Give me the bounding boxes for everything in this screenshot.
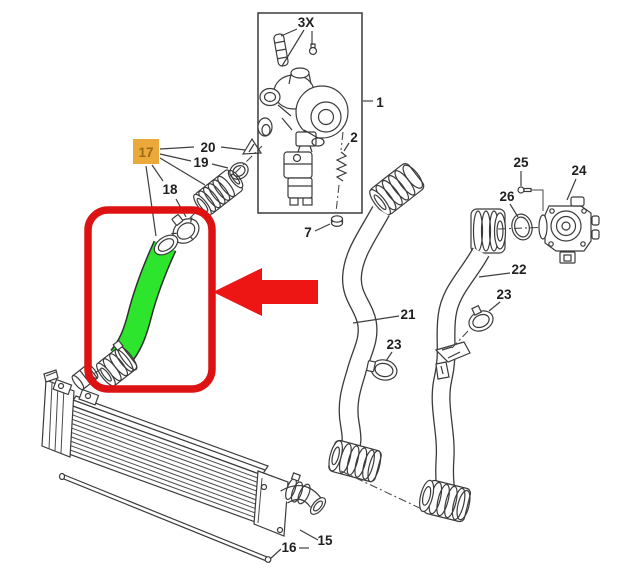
hose-clamp-23-right: [468, 304, 494, 332]
hose-22: [340, 208, 507, 523]
throttle-body: [538, 196, 600, 264]
part-label-3x: 3X: [298, 15, 315, 30]
red-arrow-icon: [213, 268, 318, 316]
hose-clamp-18: [171, 214, 200, 244]
turbocharger-detail-box: [257, 12, 363, 228]
o-ring-26: [511, 213, 533, 241]
wastegate-actuator: [259, 87, 281, 107]
part-label-17: 17: [138, 145, 153, 160]
hose-clamp-23-left: [366, 359, 398, 381]
part-label-26: 26: [499, 189, 515, 204]
retainer-clip-20: [241, 137, 263, 155]
throttle-body-group: [497, 186, 600, 264]
seal-bar-16: [58, 472, 272, 564]
hose-21-bottom-coupling: [328, 439, 382, 483]
part-label-1: 1: [376, 95, 384, 110]
bolt-25: [517, 186, 544, 211]
part-label-7: 7: [304, 225, 312, 240]
elbow-clamp: [285, 472, 302, 501]
part-label-24: 24: [571, 163, 587, 178]
highlighted-hose-17: [71, 234, 179, 391]
hose-bottom-coupling: [96, 339, 138, 387]
part-label-19: 19: [193, 155, 208, 170]
part-label-20: 20: [200, 140, 215, 155]
red-highlight-box: [84, 206, 216, 393]
quick-connect-fitting: [193, 169, 244, 217]
solenoid-valve: [283, 151, 313, 179]
intercooler-right-tank: [253, 470, 289, 537]
part-label-23-right: 23: [496, 287, 512, 302]
nut: [330, 215, 344, 228]
leader-lines: [145, 28, 577, 560]
part-labels: 17 3X 1 2 7 20 19 18 21 23 22 23 24 25 2…: [133, 15, 587, 555]
hose-22-bottom-coupling: [419, 479, 472, 523]
part-label-25: 25: [513, 155, 529, 170]
hose-22-top-coupling: [470, 208, 507, 254]
spring: [335, 151, 348, 182]
part-label-23-left: 23: [386, 337, 402, 352]
hose-21-top-coupling: [369, 163, 425, 216]
part-label-16: 16: [281, 540, 297, 555]
intercooler-group: [41, 369, 327, 564]
hose-17-assembly: [155, 137, 263, 253]
highlighted-label-box-17: [133, 139, 159, 164]
part-label-22: 22: [511, 262, 526, 277]
part-label-18: 18: [162, 182, 178, 197]
mounting-stud: [273, 33, 289, 67]
o-ring-19: [229, 162, 249, 180]
highlighted-hose-body: [111, 241, 175, 366]
part-label-15: 15: [317, 533, 333, 548]
hose-top-opening: [153, 234, 179, 256]
part-label-2: 2: [350, 130, 358, 145]
intercooler-outlet: [309, 497, 327, 515]
part-label-21: 21: [400, 307, 416, 322]
